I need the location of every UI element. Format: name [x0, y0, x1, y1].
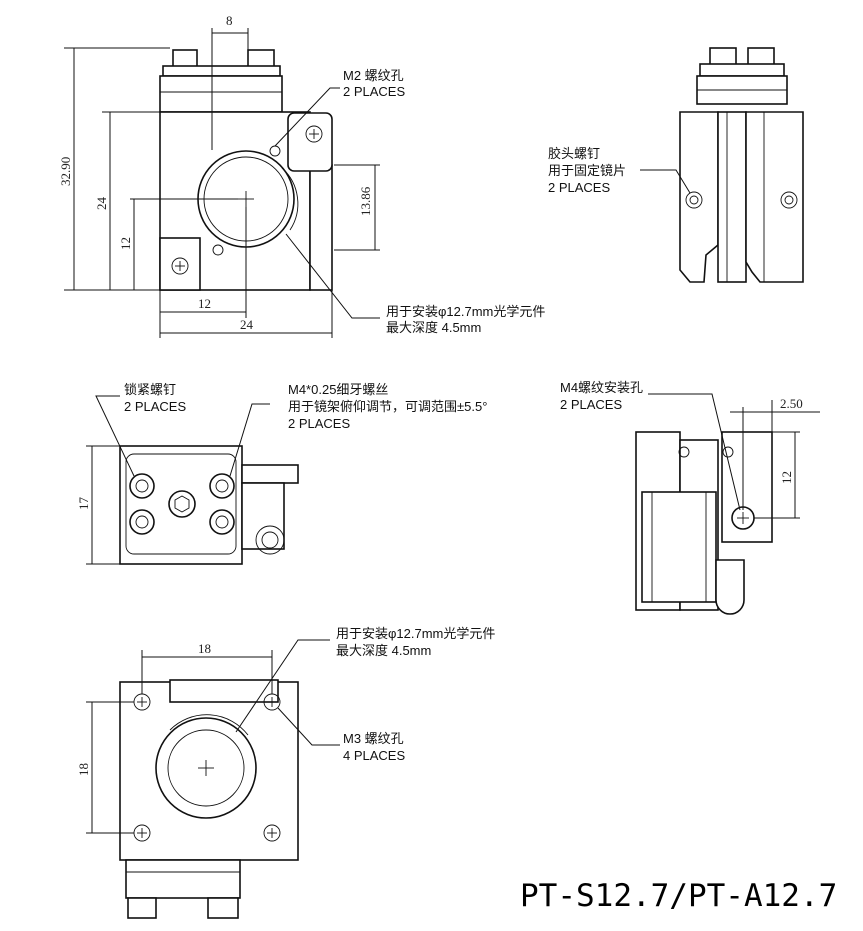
- dim-side-height: 17: [76, 497, 91, 511]
- back-view: 2.50 12: [635, 393, 820, 615]
- note-lock-line1: 锁紧螺钉: [124, 382, 176, 397]
- dim-right-height: 13.86: [358, 186, 373, 216]
- dim-bottom-top-width: 18: [198, 641, 211, 656]
- note-glue-line1: 胶头螺钉: [548, 146, 600, 161]
- rear-view: 18 18: [76, 639, 340, 919]
- dim-body-height: 24: [94, 197, 109, 211]
- note-m4fine-line1: M4*0.25细牙螺丝: [288, 382, 388, 397]
- note-m4fine-line2: 用于镜架俯仰调节，可调范围±5.5°: [288, 399, 487, 414]
- note-m3-line2: 4 PLACES: [343, 748, 405, 763]
- note-m2-line1: M2 螺纹孔: [343, 68, 404, 83]
- front-view: 8 32.90 24 12 13.86 12 24: [58, 13, 380, 338]
- dim-total-height: 32.90: [58, 157, 73, 186]
- note-optic-front-line2: 最大深度 4.5mm: [386, 320, 481, 335]
- dim-right-height-12: 12: [779, 471, 794, 484]
- dim-right-offset: 2.50: [780, 396, 803, 411]
- note-optic-bottom-line2: 最大深度 4.5mm: [336, 643, 431, 658]
- note-glue-line3: 2 PLACES: [548, 180, 610, 195]
- note-m4mount-line1: M4螺纹安装孔: [560, 380, 643, 395]
- dim-bottom-width: 24: [240, 317, 254, 332]
- dim-center-height: 12: [118, 237, 133, 250]
- note-m4mount-line2: 2 PLACES: [560, 397, 622, 412]
- note-optic-front-line1: 用于安装φ12.7mm光学元件: [386, 304, 545, 319]
- note-m2-line2: 2 PLACES: [343, 84, 405, 99]
- dim-bottom-left-height: 18: [76, 763, 91, 776]
- note-m3-line1: M3 螺纹孔: [343, 731, 404, 746]
- note-m4fine-line3: 2 PLACES: [288, 416, 350, 431]
- note-optic-bottom-line1: 用于安装φ12.7mm光学元件: [336, 626, 495, 641]
- model-number: PT-S12.7/PT-A12.7: [520, 878, 837, 914]
- top-view: 17: [76, 395, 299, 565]
- note-glue-line2: 用于固定镜片: [548, 163, 626, 178]
- dim-top-width: 8: [226, 13, 233, 28]
- side-view: [640, 47, 804, 283]
- note-lock-line2: 2 PLACES: [124, 399, 186, 414]
- dim-bottom-half: 12: [198, 296, 211, 311]
